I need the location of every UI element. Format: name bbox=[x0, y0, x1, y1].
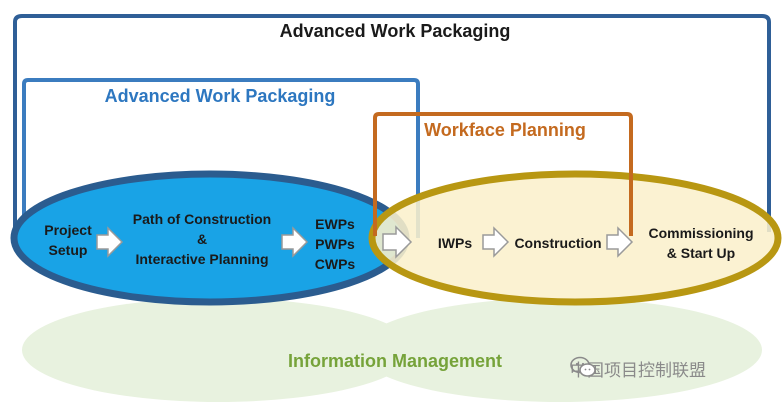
arrow-icon bbox=[96, 226, 124, 258]
inner-awp-bracket bbox=[22, 78, 420, 238]
workface-planning-title: Workface Planning bbox=[424, 120, 586, 140]
path-of-construction-label: Path of Construction & Interactive Plann… bbox=[132, 211, 272, 267]
ewp-pwp-cwp-label: EWPs PWPs CWPs bbox=[314, 216, 356, 272]
wechat-icon bbox=[570, 356, 596, 377]
inner-awp-title: Advanced Work Packaging bbox=[104, 86, 336, 106]
arrow-icon bbox=[382, 225, 413, 259]
arrow-icon bbox=[281, 226, 309, 258]
outer-awp-title: Advanced Work Packaging bbox=[279, 21, 511, 41]
info-management-right-blob bbox=[358, 298, 762, 402]
project-setup-label: Project Setup bbox=[44, 222, 92, 258]
arrow-icon bbox=[606, 226, 634, 258]
outer-awp-bracket bbox=[13, 14, 771, 232]
iwps-label: IWPs bbox=[437, 235, 473, 251]
watermark-text: 中国项目控制联盟 bbox=[570, 361, 706, 381]
construction-label: Construction bbox=[514, 235, 602, 251]
arrow-icon bbox=[482, 226, 510, 258]
workface-planning-bracket bbox=[373, 112, 633, 236]
watermark: 中国项目控制联盟 bbox=[570, 356, 706, 381]
info-management-left-blob bbox=[22, 298, 414, 402]
execution-ellipse bbox=[368, 170, 782, 306]
information-management-label: Information Management bbox=[287, 351, 502, 371]
commissioning-startup-label: Commissioning & Start Up bbox=[648, 225, 754, 261]
